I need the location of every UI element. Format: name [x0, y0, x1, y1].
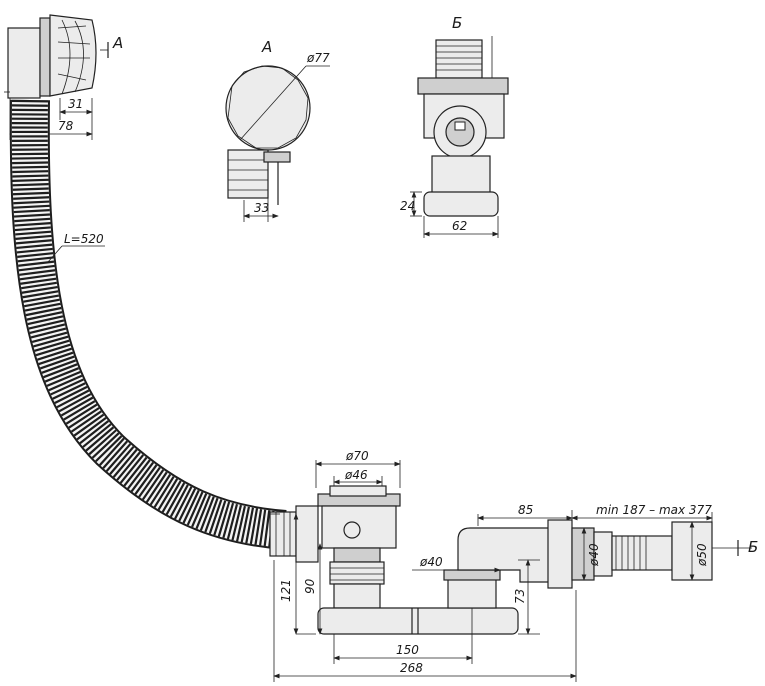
flexible-hose: [9, 99, 287, 550]
label-detail-b: Б: [452, 14, 462, 32]
dim-78-text: 78: [58, 119, 74, 133]
dim-85-text: 85: [518, 503, 533, 517]
dim-40-trap-text: ø40: [419, 555, 443, 569]
overflow-head: [4, 14, 97, 99]
dimension-90: 90: [303, 543, 323, 635]
dimension-31: 31: [59, 97, 93, 140]
dimension-150: 150: [333, 608, 473, 664]
detail-a: A ø77 33: [225, 38, 330, 222]
dim-150-text: 150: [396, 643, 419, 657]
dim-50-text: ø50: [695, 543, 709, 567]
dim-73-text: 73: [513, 589, 527, 604]
dimension-40-trap: ø40: [412, 555, 501, 573]
dim-121-text: 121: [279, 579, 293, 602]
dim-90-text: 90: [303, 578, 317, 594]
dimension-range: min 187 – max 377: [571, 503, 713, 522]
dim-31-text: 31: [68, 97, 83, 111]
label-view-a: A: [112, 34, 123, 52]
dim-46-text: ø46: [344, 468, 368, 482]
view-arrow-a: A: [100, 34, 123, 58]
dim-77-text: ø77: [306, 51, 330, 65]
dim-70-text: ø70: [345, 449, 369, 463]
dimension-70: ø70: [315, 449, 401, 488]
label-detail-a: A: [261, 38, 272, 56]
dimension-46: ø46: [333, 468, 383, 486]
dimension-length: L=520: [47, 232, 105, 263]
dimension-40-outlet: ø40: [581, 527, 601, 581]
dimension-121: 121: [270, 513, 316, 635]
dim-range-text: min 187 – max 377: [596, 503, 712, 517]
dim-length-text: L=520: [64, 232, 104, 246]
dimension-50: ø50: [689, 521, 709, 581]
detail-b: Б 24 62: [400, 14, 509, 238]
dim-33-text: 33: [254, 201, 269, 215]
dim-24-text: 24: [400, 199, 415, 213]
view-arrow-b: Б: [737, 538, 758, 556]
dim-268-text: 268: [400, 661, 423, 675]
dimension-73: 73: [513, 559, 540, 635]
dimension-85: 85: [477, 503, 573, 526]
label-view-b: Б: [748, 538, 758, 556]
dim-62-text: 62: [452, 219, 467, 233]
dim-40-outlet-text: ø40: [587, 543, 601, 567]
dimension-268: 268: [273, 560, 577, 682]
